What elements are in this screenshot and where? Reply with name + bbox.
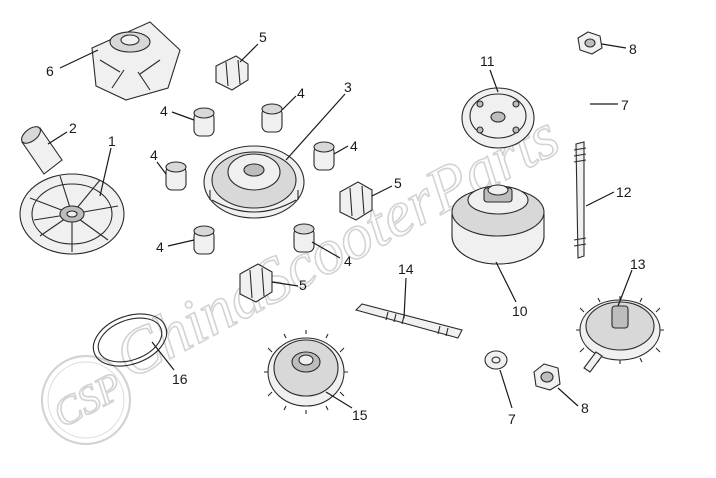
- part-5-slider: [239, 263, 273, 303]
- leader-1: [99, 147, 112, 197]
- callout-4c: 4: [150, 147, 158, 163]
- leader-5b: [371, 185, 393, 197]
- callout-11: 11: [480, 53, 495, 69]
- callout-4f: 4: [344, 253, 352, 269]
- callout-8b: 8: [581, 400, 589, 416]
- leader-4c: [156, 161, 167, 175]
- leader-14: [403, 277, 407, 319]
- leader-lines: [47, 43, 633, 409]
- part-11-clutch-bell: [461, 87, 535, 149]
- callout-4d: 4: [350, 138, 358, 154]
- part-4-roller: [165, 161, 187, 191]
- leader-11: [489, 69, 499, 93]
- callout-5a: 5: [259, 29, 267, 45]
- part-6-drive-face-cover: [91, 21, 181, 101]
- part-4-roller: [313, 141, 335, 171]
- part-8-nut: [533, 363, 561, 391]
- leader-2: [47, 131, 68, 145]
- part-7-washer: [484, 350, 508, 370]
- leader-5a: [239, 43, 259, 63]
- callout-7b: 7: [508, 411, 516, 427]
- part-2-tube: [21, 126, 63, 175]
- callout-4a: 4: [160, 103, 168, 119]
- part-1-fan-impeller: [19, 173, 125, 255]
- part-4-roller: [261, 103, 283, 133]
- callout-14: 14: [398, 261, 414, 277]
- leader-4a: [171, 111, 195, 121]
- callout-4b: 4: [297, 85, 305, 101]
- callout-8a: 8: [629, 41, 637, 57]
- callout-labels: 1 2 3 4 4 4 4 4 4 5 5 5 6 7 7 8 8 10 11 …: [46, 29, 646, 427]
- part-4-roller: [193, 107, 215, 137]
- leader-8b: [557, 387, 579, 407]
- leader-5c: [271, 281, 299, 287]
- leader-4d: [333, 145, 349, 155]
- leader-13: [617, 269, 633, 307]
- part-4-roller: [293, 223, 315, 253]
- part-5-slider: [339, 181, 373, 221]
- callout-3: 3: [344, 79, 352, 95]
- leader-12: [585, 191, 615, 207]
- callout-1: 1: [108, 133, 116, 149]
- leader-16: [151, 341, 175, 371]
- part-13-gear-assembly: [576, 296, 664, 373]
- callout-4e: 4: [156, 239, 164, 255]
- part-4-roller: [193, 225, 215, 255]
- part-14-axle: [354, 303, 463, 339]
- callout-15: 15: [352, 407, 368, 423]
- leader-7b: [499, 369, 513, 409]
- callout-2: 2: [69, 120, 77, 136]
- leader-4f: [311, 241, 341, 259]
- leader-6: [59, 49, 99, 69]
- part-3-variator: [203, 145, 305, 219]
- callout-7a: 7: [621, 97, 629, 113]
- callout-5c: 5: [299, 277, 307, 293]
- watermark-logo: CSP: [40, 354, 132, 446]
- leader-4e: [167, 239, 195, 247]
- leader-8a: [601, 43, 627, 49]
- callout-13: 13: [630, 256, 646, 272]
- part-15-gear: [264, 330, 348, 414]
- part-5-slider: [215, 55, 249, 91]
- callout-16: 16: [172, 371, 188, 387]
- part-16-drive-belt: [92, 313, 168, 367]
- part-12-drive-shaft: [573, 141, 587, 259]
- callout-10: 10: [512, 303, 528, 319]
- leader-3: [285, 93, 346, 161]
- part-8-nut: [577, 31, 603, 55]
- callout-5b: 5: [394, 175, 402, 191]
- part-10-clutch-assembly: [451, 184, 545, 265]
- callout-6: 6: [46, 63, 54, 79]
- leader-15: [325, 391, 353, 409]
- callout-12: 12: [616, 184, 632, 200]
- leader-4b: [281, 95, 297, 111]
- leader-10: [495, 261, 517, 303]
